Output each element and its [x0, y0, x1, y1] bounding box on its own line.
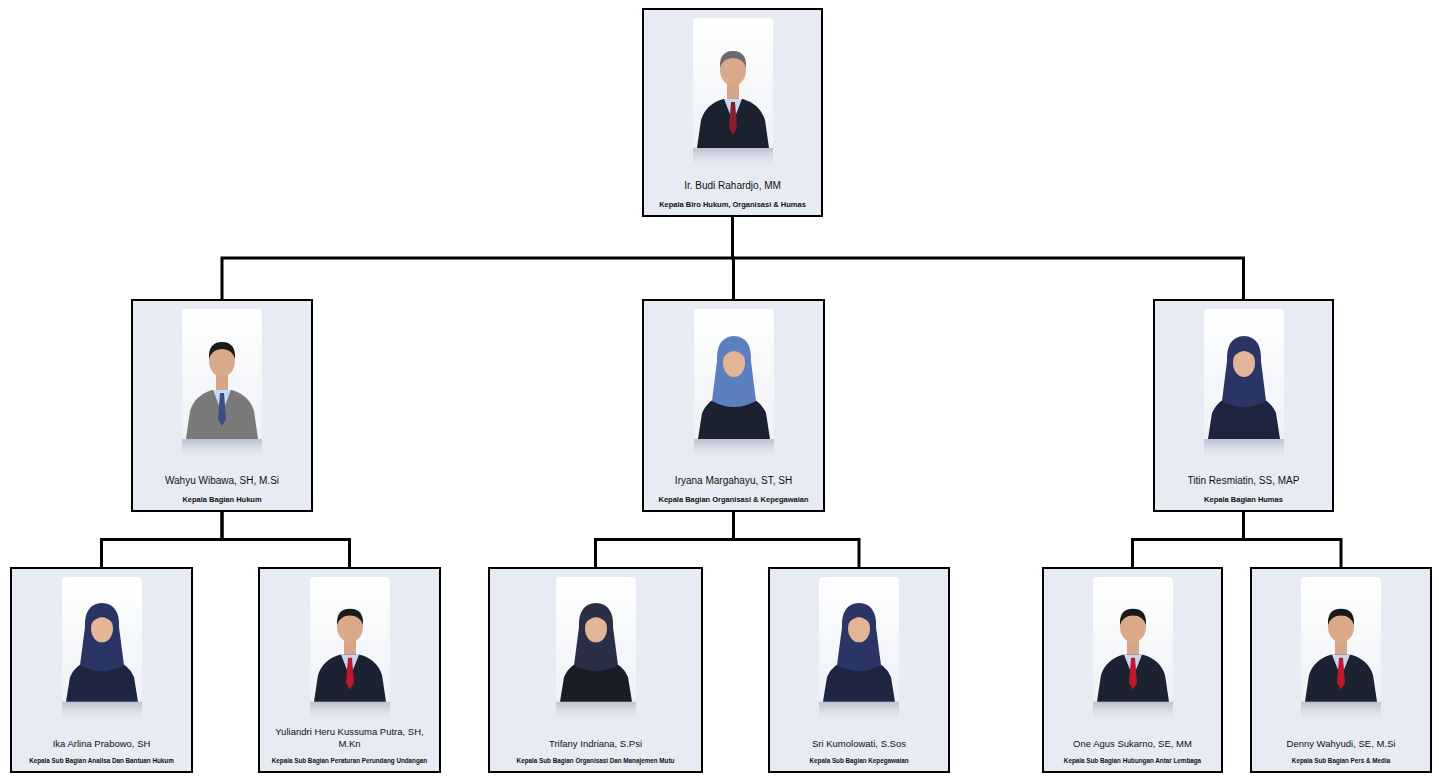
org-connector	[596, 512, 734, 567]
portrait-photo	[556, 577, 636, 723]
portrait-photo	[1301, 577, 1381, 723]
portrait-photo	[182, 309, 262, 461]
org-connector	[222, 217, 733, 299]
person-name: Trifany Indriana, S.Psi	[549, 738, 642, 750]
position-title: Kepala Sub Bagian Peraturan Perundang Un…	[272, 757, 427, 765]
person-name: Denny Wahyudi, SE, M.Si	[1287, 738, 1396, 750]
position-title: Kepala Sub Bagian Kepegawaian	[809, 757, 908, 765]
portrait-photo	[694, 309, 774, 461]
org-connector	[1244, 512, 1342, 567]
position-title: Kepala Biro Hukum, Organisasi & Humas	[659, 200, 806, 209]
person-box: Titin Resmiatin, SS, MAP Kepala Bagian Hu…	[1153, 299, 1334, 512]
org-connector	[222, 512, 350, 567]
portrait-photo	[693, 18, 773, 170]
position-title: Kepala Sub Bagian Analisa Dan Bantuan Hu…	[29, 757, 174, 765]
person-name: Ir. Budi Rahardjo, MM	[684, 180, 781, 193]
position-title: Kepala Sub Bagian Hubungan Antar Lembaga	[1064, 757, 1201, 765]
person-name: Iryana Margahayu, ST, SH	[675, 475, 792, 488]
position-title: Kepala Bagian Humas	[1204, 495, 1283, 504]
person-box: Trifany Indriana, S.PsiKepala Sub Bagian…	[488, 567, 703, 773]
portrait-photo	[1204, 309, 1284, 461]
portrait-photo	[310, 577, 390, 723]
person-box: Ir. Budi Rahardjo, MM Kepala Biro Hukum, …	[642, 8, 823, 217]
position-title: Kepala Sub Bagian Organisasi Dan Manajem…	[517, 757, 675, 765]
person-box: Iryana Margahayu, ST, SH Kepala Bagian Or…	[642, 299, 825, 512]
org-connector	[1133, 512, 1244, 567]
person-box: Wahyu Wibawa, SH, M.SiKepala Bagian Huku…	[131, 299, 313, 512]
portrait-photo	[62, 577, 142, 723]
portrait-photo	[1093, 577, 1173, 723]
person-name: Titin Resmiatin, SS, MAP	[1188, 475, 1300, 488]
person-box: Yuliandri Heru Kussuma Putra, SH, M.KnKe…	[258, 567, 441, 773]
person-name: Yuliandri Heru Kussuma Putra, SH, M.Kn	[264, 726, 435, 750]
person-box: Ika Arlina Prabowo, SH Kepala Sub Bagian …	[10, 567, 193, 773]
person-box: Sri Kumolowati, S.SosKepala Sub Bagian K…	[768, 567, 950, 773]
person-box: Denny Wahyudi, SE, M.SiKepala Sub Bagian…	[1250, 567, 1432, 773]
position-title: Kepala Bagian Organisasi & Kepegawaian	[658, 495, 808, 504]
org-connector	[734, 512, 860, 567]
position-title: Kepala Sub Bagian Pers & Media	[1292, 757, 1390, 765]
org-connector	[733, 217, 1244, 299]
portrait-photo	[819, 577, 899, 723]
org-connector	[102, 512, 223, 567]
person-box: One Agus Sukarno, SE, MM Kepala Sub Bagia…	[1042, 567, 1223, 773]
person-name: One Agus Sukarno, SE, MM	[1073, 738, 1192, 750]
person-name: Wahyu Wibawa, SH, M.Si	[165, 475, 279, 488]
person-name: Sri Kumolowati, S.Sos	[812, 738, 906, 750]
person-name: Ika Arlina Prabowo, SH	[53, 738, 151, 750]
position-title: Kepala Bagian Hukum	[182, 495, 261, 504]
